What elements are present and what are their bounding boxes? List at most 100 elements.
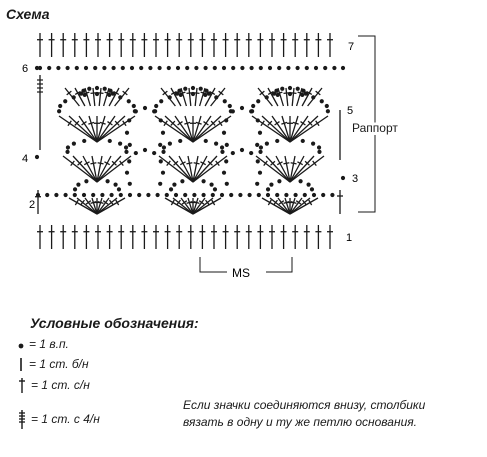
row-6-arch-stitch	[90, 87, 97, 107]
row-5-fan-stitch	[281, 115, 291, 143]
row-3-fan-stitch	[84, 197, 98, 215]
row-2-chain	[311, 192, 317, 198]
row-2-edge-stitch-left	[35, 190, 41, 214]
row-6-top-chain	[286, 65, 291, 71]
row-4-chain	[65, 149, 70, 154]
row-6-chain	[63, 99, 68, 104]
row-7-stitch	[315, 33, 322, 57]
row-3-chain	[306, 182, 311, 187]
legend-item-chain: = 1 в.п.	[16, 337, 69, 351]
row-6-top-chain	[93, 65, 98, 71]
row-1-stitch	[60, 225, 67, 249]
row-1-stitch	[95, 225, 101, 249]
row-6-peak-chain	[295, 86, 300, 91]
row-4-fan-stitch	[186, 155, 194, 183]
row-3-fan-stitch	[192, 197, 214, 215]
row-6-peak-chain	[94, 85, 100, 91]
legend-title: Условные обозначения:	[30, 315, 199, 331]
row-3-fan-stitch	[76, 197, 98, 215]
row-7-stitch	[153, 33, 159, 57]
row-6-peak-chain	[271, 91, 277, 96]
row-5-fan-stitch	[192, 115, 222, 143]
row-3-chain	[298, 179, 303, 184]
row-5-fan-stitch	[289, 115, 309, 143]
row-4-chain	[214, 141, 219, 146]
row-4-chain	[118, 141, 123, 146]
row-1-stitch	[106, 225, 113, 249]
row-6-top-chain	[47, 65, 52, 71]
row-3-chain	[277, 179, 282, 184]
row-5-fan-stitch	[58, 115, 98, 143]
row-6-top-chain	[332, 65, 337, 71]
row-6-peak-chain	[81, 88, 86, 93]
row-1-stitch	[118, 225, 125, 249]
row-6-top-chain	[139, 65, 144, 71]
row-1-stitch	[234, 225, 241, 249]
row-number-7: 7	[348, 41, 354, 53]
row-6-arch-stitch	[64, 87, 80, 107]
row-7-stitch	[222, 33, 229, 57]
row-6-chain	[324, 103, 329, 109]
row-6-peak-chain	[301, 88, 306, 93]
row-6-arch-stitch	[290, 87, 297, 107]
row-3-fan-stitch	[192, 197, 200, 215]
row-4-chain	[71, 141, 76, 146]
row-3-chain	[72, 187, 78, 192]
connecting-chain	[230, 150, 235, 156]
row-3-fan-stitch	[172, 197, 194, 215]
row-2-chain	[100, 192, 105, 198]
row-2-chain	[219, 192, 225, 198]
row-6-top-chain	[56, 65, 61, 71]
row-2-chain	[173, 192, 179, 198]
row-6-peak-chain	[78, 91, 84, 96]
legend-item-single-crochet: = 1 ст. б/н	[16, 356, 89, 372]
row-6-top-chain	[221, 65, 227, 71]
row-6-chain	[251, 103, 256, 109]
row-6-chain	[325, 109, 330, 114]
row-6-top-chain	[175, 65, 181, 71]
row-number-5: 5	[347, 105, 353, 117]
row-1-stitch	[129, 225, 136, 249]
connecting-chain	[152, 150, 157, 156]
row-6-peak-chain	[274, 88, 279, 93]
row-6-arch-stitch	[83, 87, 92, 107]
row-6-chain	[58, 103, 63, 109]
row-3-fan-stitch	[96, 197, 104, 215]
row-number-4: 4	[22, 153, 28, 165]
row-number-1: 1	[346, 232, 352, 244]
row-4-fan-stitch	[255, 155, 291, 183]
row-6-arch-stitch	[74, 87, 86, 107]
repeat-bracket	[358, 35, 376, 213]
row-6-peak-chain	[110, 91, 116, 96]
row-1-stitch	[211, 225, 217, 249]
row-1-stitch	[176, 225, 183, 249]
row-3-fan-stitch	[180, 197, 194, 215]
connecting-chain	[142, 105, 148, 111]
row-6-top-chain	[166, 65, 171, 71]
row-5-fan-stitch	[96, 115, 126, 143]
row-6-top-chain	[83, 65, 89, 71]
row-3-chain	[76, 182, 81, 187]
row-number-2: 2	[29, 199, 35, 211]
edge-chain	[340, 175, 346, 181]
row-5-fan-stitch	[192, 115, 212, 143]
row-4-fan-stitch	[289, 155, 305, 183]
row-6-arch-stitch	[301, 87, 313, 107]
row-6-peak-chain	[174, 91, 180, 96]
row-4-chain	[167, 141, 172, 146]
row-4-fan-stitch	[289, 155, 325, 183]
row-3-fan-stitch	[289, 197, 297, 215]
row-number-3: 3	[352, 173, 358, 185]
row-4-fan-stitch	[168, 155, 194, 183]
row-1-stitch	[187, 225, 194, 249]
row-1-stitch	[153, 225, 159, 249]
row-2-chain	[45, 192, 50, 198]
row-6-peak-chain	[108, 88, 113, 93]
double-crochet-icon	[19, 378, 25, 393]
connecting-chain	[224, 181, 229, 186]
row-5-fan-stitch	[68, 115, 98, 143]
row-2-chain	[330, 192, 335, 198]
row-4-chain	[311, 141, 316, 146]
row-3-fan-stitch	[289, 197, 303, 215]
single-crochet-icon	[20, 358, 22, 371]
